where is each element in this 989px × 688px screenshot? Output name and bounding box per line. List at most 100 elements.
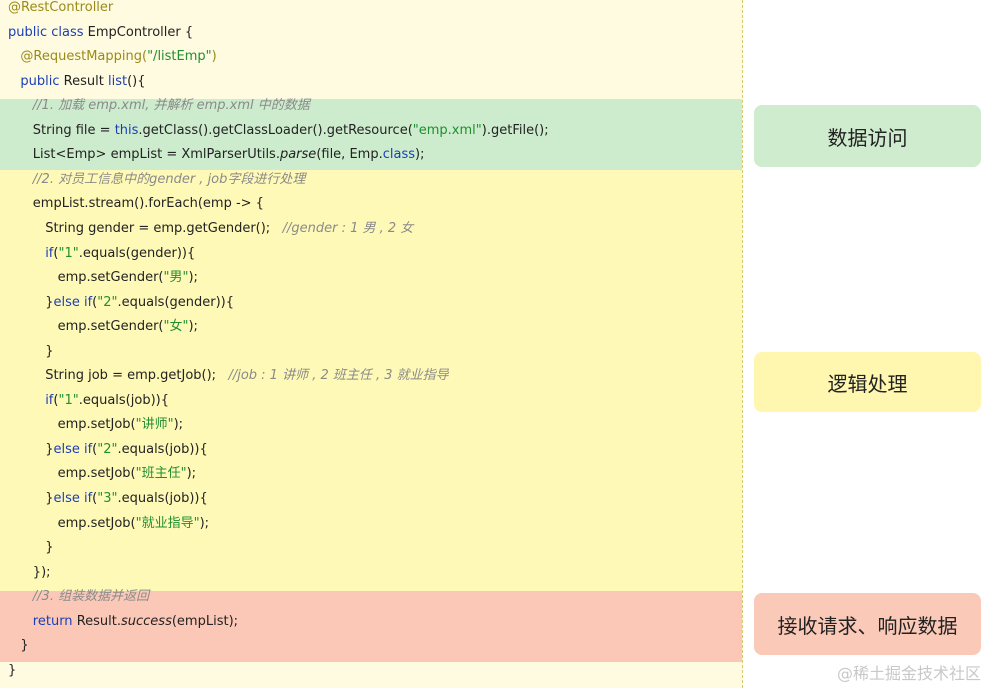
code-token: ( — [92, 441, 98, 457]
label-data-access-text: 数据访问 — [827, 125, 908, 150]
code-token: String job = emp.getJob(); — [8, 368, 229, 384]
label-data-access: 数据访问 — [754, 105, 981, 167]
code-token: "1" — [58, 392, 79, 408]
watermark: @稀土掘金技术社区 — [836, 664, 981, 683]
code-line: } — [8, 340, 53, 364]
code-token: this — [114, 122, 139, 138]
code-line: }else if("3".equals(job)){ — [8, 487, 208, 511]
code-line: }else if("2".equals(gender)){ — [8, 291, 234, 315]
code-token: .equals(gender)){ — [78, 245, 196, 261]
code-token: "1" — [58, 245, 79, 261]
code-token: ( — [92, 491, 98, 506]
code-token: empList.stream().forEach(emp -> { — [8, 196, 264, 212]
code-line: emp.setJob("就业指导"); — [8, 512, 209, 536]
code-token: @RequestMapping( — [8, 49, 148, 65]
band-logic — [0, 170, 742, 591]
code-line: }else if("2".equals(job)){ — [8, 438, 208, 462]
code-token: @RestController — [8, 0, 114, 15]
code-line: @RequestMapping("/listEmp") — [8, 45, 217, 69]
band-data-access — [0, 99, 742, 170]
code-line: return Result.success(empList); — [8, 610, 238, 634]
code-token: .equals(job)){ — [78, 392, 169, 408]
code-token: } — [8, 662, 17, 678]
code-token: ( — [92, 294, 98, 310]
code-line: public class EmpController { — [8, 21, 193, 45]
code-token: ( — [53, 392, 59, 408]
code-token: .equals(job)){ — [117, 491, 208, 506]
code-token: String gender = emp.getGender(); — [8, 220, 283, 236]
code-token: ); — [415, 147, 425, 163]
code-line: public Result list(){ — [8, 70, 145, 94]
code-token: else if — [53, 294, 93, 310]
code-token: ); — [186, 466, 197, 482]
code-line: //3. 组装数据并返回 — [8, 585, 149, 609]
code-token: emp.setJob( — [8, 417, 136, 433]
code-token: ); — [188, 319, 198, 335]
code-line: String file = this.getClass().getClassLo… — [8, 119, 549, 143]
code-token: emp.setJob( — [8, 515, 136, 531]
code-token: "2" — [97, 441, 118, 457]
code-token: Result — [63, 73, 108, 89]
code-token: ) — [211, 49, 217, 65]
code-token: "2" — [97, 294, 118, 310]
code-line: List<Emp> empList = XmlParserUtils.parse… — [8, 143, 425, 167]
band-header — [0, 0, 742, 99]
code-line: emp.setJob("讲师"); — [8, 413, 183, 437]
code-line: //2. 对员工信息中的gender , job字段进行处理 — [8, 168, 306, 192]
code-token: } — [8, 294, 54, 310]
code-token: "讲师" — [135, 417, 174, 433]
code-token: } — [8, 441, 54, 457]
code-token: EmpController { — [87, 24, 194, 40]
code-token: if — [8, 392, 54, 408]
code-token: .equals(job)){ — [117, 441, 208, 457]
code-token: if — [8, 245, 54, 261]
code-token: ).getFile(); — [481, 122, 549, 138]
code-line: if("1".equals(job)){ — [8, 389, 169, 413]
code-token: List<Emp> empList = XmlParserUtils. — [8, 147, 280, 163]
code-token: "emp.xml" — [412, 122, 482, 138]
code-token: //gender : 1 男 , 2 女 — [282, 220, 414, 236]
code-token: public — [8, 73, 64, 89]
code-token: //3. 组装数据并返回 — [8, 589, 150, 605]
code-token: (file, Emp. — [316, 147, 383, 163]
code-line: emp.setGender("女"); — [8, 315, 198, 339]
code-token: //2. 对员工信息中的gender , job字段进行处理 — [8, 171, 306, 187]
code-token: ( — [53, 245, 59, 261]
code-token: .equals(gender)){ — [117, 294, 235, 310]
code-token: } — [8, 540, 54, 556]
code-token: (){ — [127, 73, 146, 89]
code-line: } — [8, 659, 16, 683]
code-token: else if — [53, 491, 93, 506]
code-token: "/listEmp" — [147, 49, 212, 65]
code-line: String job = emp.getJob(); //job : 1 讲师 … — [8, 364, 449, 388]
code-line: } — [8, 634, 28, 658]
code-line: String gender = emp.getGender(); //gende… — [8, 217, 413, 241]
code-token: ); — [199, 515, 210, 531]
code-token: else if — [53, 441, 93, 457]
code-line: //1. 加载 emp.xml, 并解析 emp.xml 中的数据 — [8, 94, 310, 118]
code-token: public class — [8, 24, 88, 40]
label-logic-text: 逻辑处理 — [827, 371, 908, 396]
code-token: parse — [279, 147, 317, 163]
code-token: Result. — [76, 613, 121, 629]
code-token: success — [121, 613, 172, 629]
code-line: if("1".equals(gender)){ — [8, 242, 195, 266]
code-token: class — [382, 147, 415, 163]
code-token: }); — [8, 564, 51, 580]
code-token: .getClass().getClassLoader().getResource… — [138, 122, 413, 138]
band-request-response — [0, 591, 742, 662]
code-token: } — [8, 491, 54, 506]
code-line: }); — [8, 561, 51, 585]
label-logic: 逻辑处理 — [754, 352, 981, 412]
code-token: "就业指导" — [135, 515, 200, 531]
code-line: @RestController — [8, 0, 113, 20]
code-token: emp.setGender( — [8, 319, 164, 335]
code-token: (empList); — [171, 613, 239, 629]
label-request-response-text: 接收请求、响应数据 — [777, 613, 958, 638]
label-request-response: 接收请求、响应数据 — [754, 593, 981, 655]
code-token: "女" — [163, 319, 189, 335]
code-line: emp.setJob("班主任"); — [8, 462, 196, 486]
code-token: list — [107, 73, 128, 89]
code-token: return — [8, 613, 77, 629]
code-token: String file = — [8, 122, 115, 138]
